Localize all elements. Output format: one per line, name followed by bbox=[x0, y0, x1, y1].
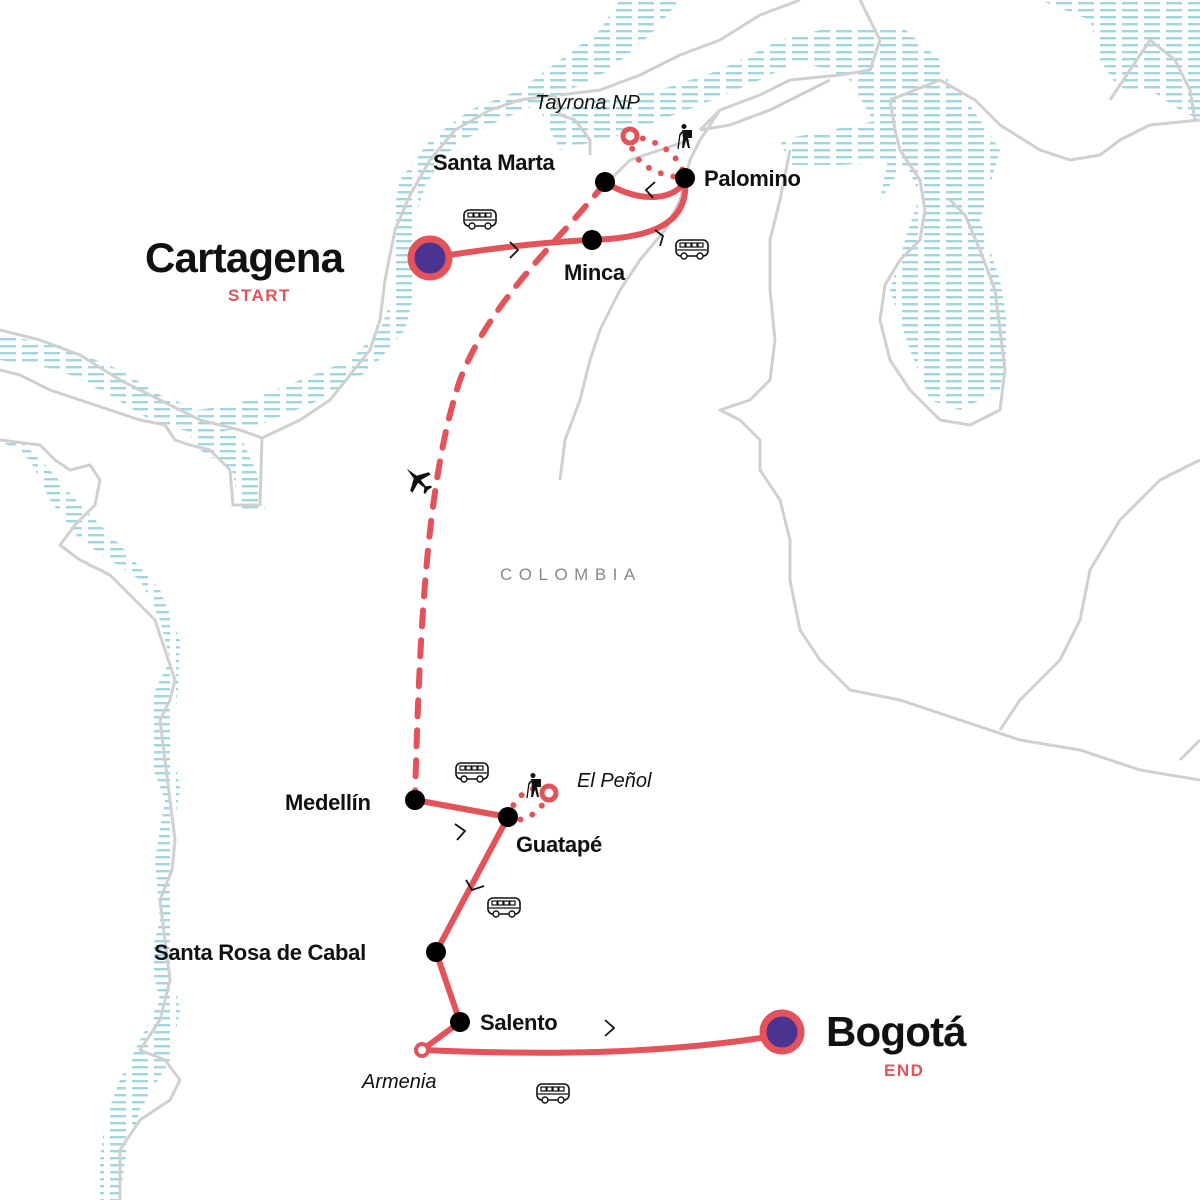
flight-route bbox=[412, 180, 608, 803]
tayrona-marker bbox=[620, 126, 640, 146]
end-marker bbox=[759, 1009, 805, 1055]
direction-arrow-icon bbox=[454, 181, 665, 1037]
hiker-icon bbox=[677, 123, 693, 150]
stop-label-salento: Salento bbox=[480, 1010, 558, 1035]
armenia-marker bbox=[414, 1042, 430, 1058]
bus-routes bbox=[412, 175, 783, 1056]
start-marker bbox=[407, 235, 453, 281]
stop-label-santa-marta: Santa Marta bbox=[433, 150, 555, 175]
transit-label-armenia: Armenia bbox=[362, 1071, 437, 1093]
stop-label-medellin: Medellín bbox=[285, 790, 371, 815]
bus-icon bbox=[675, 239, 709, 260]
hiker-icon bbox=[526, 772, 542, 799]
bus-icon bbox=[455, 762, 489, 783]
sidetrip-label-el-penol: El Peñol bbox=[577, 770, 652, 792]
stop-label-santa-rosa-de-cabal: Santa Rosa de Cabal bbox=[154, 940, 366, 965]
stop-label-guatape: Guatapé bbox=[516, 832, 602, 857]
stop-markers bbox=[405, 168, 695, 1032]
start-tag: START bbox=[228, 286, 291, 305]
stop-label-palomino: Palomino bbox=[704, 166, 801, 191]
plane-icon bbox=[406, 468, 433, 495]
start-city-label: Cartagena bbox=[145, 234, 344, 281]
stop-label-minca: Minca bbox=[564, 260, 625, 285]
bus-icon bbox=[463, 209, 497, 230]
country-label: COLOMBIA bbox=[500, 565, 642, 584]
el-penol-marker bbox=[539, 783, 559, 803]
end-tag: END bbox=[884, 1061, 925, 1080]
bus-icon bbox=[536, 1083, 570, 1104]
sidetrip-label-tayrona: Tayrona NP bbox=[535, 92, 640, 114]
end-city-label: Bogotá bbox=[826, 1008, 967, 1055]
bus-icon bbox=[487, 897, 521, 918]
